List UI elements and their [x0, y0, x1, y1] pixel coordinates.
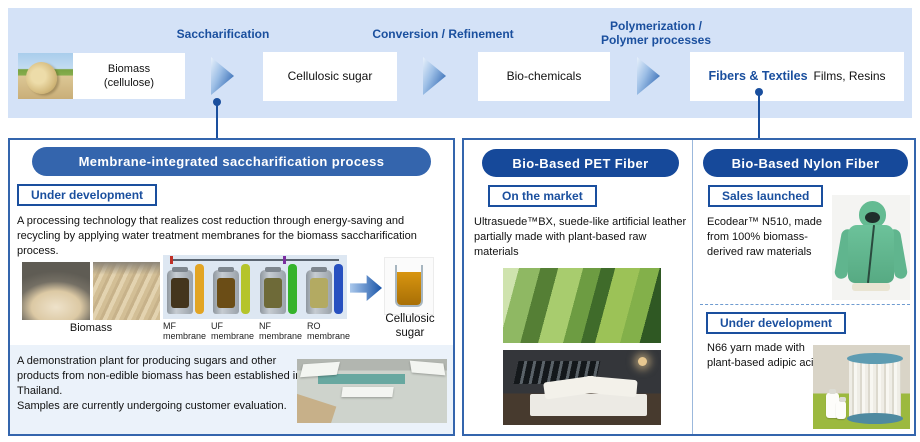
nf-membrane-column: [287, 264, 297, 314]
result-arrow-icon: [350, 275, 382, 301]
connector-line: [758, 92, 760, 138]
tank-shape: [305, 267, 332, 314]
sample-bottle: [826, 389, 839, 418]
plant-ground: [297, 393, 337, 423]
n66-yarn-photo: [813, 345, 910, 429]
sales-launched-badge: Sales launched: [708, 185, 824, 207]
ro-membrane-label: RO membrane: [307, 321, 351, 342]
demonstration-plant-note: A demonstration plant for producing suga…: [17, 355, 301, 412]
ultrasuede-fabric-photo: [503, 268, 661, 343]
stage-cellulosic-sugar: Cellulosic sugar: [263, 52, 397, 101]
stage-fibers-textiles: Fibers & Textiles Films, Resins: [690, 52, 904, 101]
tank-liquid: [309, 278, 328, 308]
sample-bottle: [836, 397, 846, 419]
spool-rim: [847, 413, 903, 424]
tank-shape: [213, 267, 240, 314]
n66-yarn-description: N66 yarn made with plant-based adipic ac…: [707, 342, 820, 369]
membrane-process-diagram: [163, 255, 347, 319]
jacket-hem: [852, 283, 890, 291]
ecodear-description: Ecodear™ N510, made from 100% biomass-de…: [707, 216, 822, 258]
pipe-accent: [170, 256, 173, 264]
hay-bale-shape: [22, 58, 61, 98]
ro-membrane-column: [333, 264, 343, 314]
tank-shape: [259, 267, 286, 314]
tank-liquid: [171, 278, 189, 308]
tank-liquid: [217, 278, 236, 308]
flow-arrow-icon: [423, 57, 446, 95]
flow-arrow-icon: [211, 57, 234, 95]
connector-line: [216, 102, 218, 138]
process-label-polymerization: Polymerization / Polymer processes: [600, 19, 712, 48]
nf-stage: [259, 264, 297, 314]
uf-membrane-label: UF membrane: [211, 321, 255, 342]
cellulosic-sugar-caption: Cellulosic sugar: [385, 313, 435, 340]
biomass-shavings-photo: [22, 262, 90, 320]
cellulosic-sugar-photo: [384, 257, 434, 315]
process-label-conversion: Conversion / Refinement: [372, 27, 514, 41]
flow-arrow-icon: [637, 57, 660, 95]
membrane-panel-title: Membrane-integrated saccharification pro…: [32, 147, 431, 176]
tank-shape: [167, 267, 193, 314]
biomass-caption: Biomass: [69, 322, 113, 334]
on-the-market-badge: On the market: [488, 185, 597, 207]
tank-liquid: [263, 278, 282, 308]
plant-roof: [299, 361, 340, 377]
demonstration-plant-section: A demonstration plant for producing suga…: [10, 345, 453, 434]
plant-building: [318, 374, 405, 384]
yarn-spool: [849, 358, 901, 418]
demonstration-plant-photo: [297, 359, 447, 423]
nf-membrane-label: NF membrane: [259, 321, 303, 342]
uf-membrane-column: [241, 264, 251, 314]
biomass-photo: [18, 53, 73, 99]
pet-panel-title: Bio-Based PET Fiber: [482, 149, 679, 177]
process-flow-banner: Saccharification Conversion / Refinement…: [8, 8, 912, 118]
mf-stage: [167, 264, 204, 314]
jacket-hood-inner: [865, 212, 880, 223]
plant-roof: [341, 387, 394, 398]
pet-description: Ultrasuede™BX, suede-like artificial lea…: [474, 216, 687, 258]
biomass-shavings-closeup-photo: [93, 262, 160, 320]
under-development-badge: Under development: [17, 184, 158, 206]
mf-membrane-label: MF membrane: [163, 321, 207, 342]
stage-bio-chemicals: Bio-chemicals: [478, 52, 610, 101]
mf-membrane-column: [195, 264, 204, 314]
fibers-textiles-label: Fibers & Textiles: [708, 69, 808, 84]
jacket-body: [848, 225, 894, 283]
dashed-separator: [700, 304, 910, 305]
films-resins-label: Films, Resins: [813, 68, 886, 83]
fibers-panel: Bio-Based PET Fiber On the market Ultras…: [462, 138, 916, 436]
sofa-photo: [503, 350, 661, 425]
spool-rim: [847, 353, 903, 364]
lamp-light: [637, 356, 647, 366]
sofa-base: [529, 393, 647, 416]
plant-roof: [409, 360, 446, 375]
process-label-saccharification: Saccharification: [176, 27, 270, 41]
panel-divider: [692, 140, 693, 434]
under-development-badge: Under development: [706, 312, 847, 334]
jacket-zipper: [866, 225, 876, 283]
membrane-process-panel: Membrane-integrated saccharification pro…: [8, 138, 455, 436]
ecodear-jacket-photo: [832, 195, 910, 300]
beaker-shape: [395, 265, 423, 307]
stage-biomass: Biomass (cellulose): [73, 53, 185, 99]
nylon-panel-title: Bio-Based Nylon Fiber: [703, 149, 908, 177]
pipe-accent: [283, 256, 286, 264]
beaker-liquid: [397, 272, 421, 305]
membrane-description: A processing technology that realizes co…: [17, 215, 417, 257]
uf-stage: [213, 264, 251, 314]
ro-stage: [305, 264, 343, 314]
